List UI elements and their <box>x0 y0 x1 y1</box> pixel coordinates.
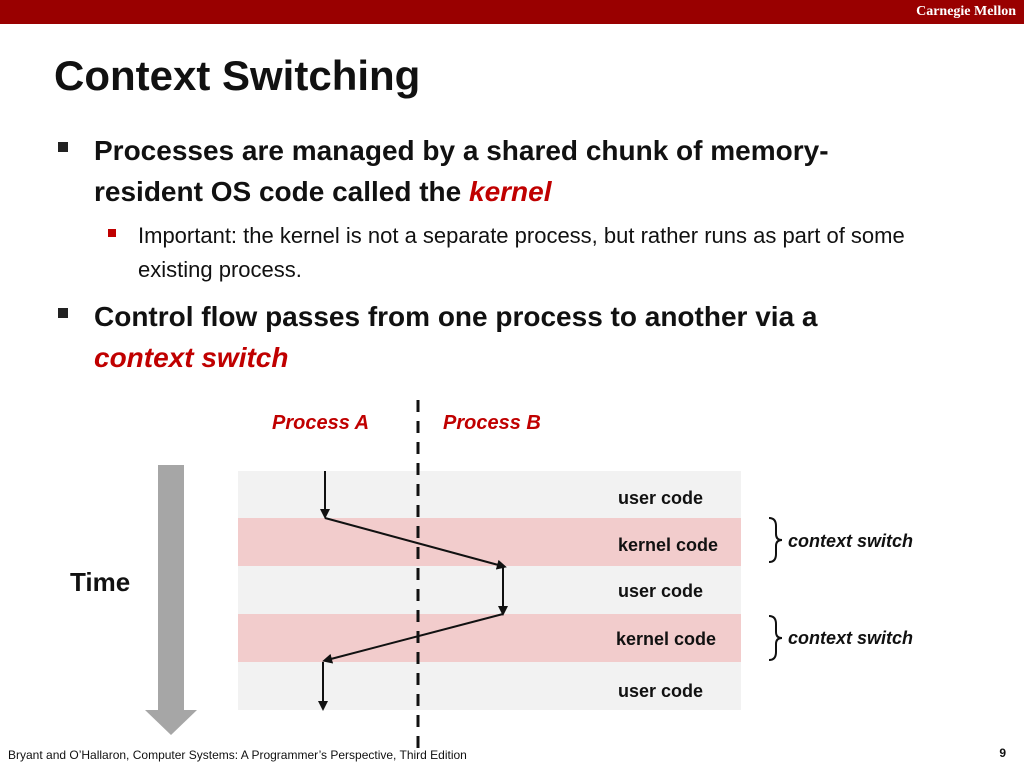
sub-bullet-1-text: Important: the kernel is not a separate … <box>138 223 905 282</box>
top-bar: Carnegie Mellon <box>0 0 1024 24</box>
time-arrow-shaft <box>158 465 184 711</box>
bullet-2-text: Control flow passes from one process to … <box>94 296 818 378</box>
footer-citation: Bryant and O’Hallaron, Computer Systems:… <box>8 748 467 762</box>
page-number: 9 <box>999 746 1006 760</box>
row-label-5: user code <box>618 681 703 701</box>
context-switch-label-1: context switch <box>788 531 913 551</box>
bullet-1: Processes are managed by a shared chunk … <box>58 130 878 212</box>
row-label-1: user code <box>618 488 703 508</box>
bullet-square-icon <box>58 308 68 318</box>
brace-icon-2 <box>768 615 783 661</box>
time-arrow-head-icon <box>145 710 197 735</box>
band-kernel-2 <box>238 614 741 662</box>
bullet-2-body: Control flow passes from one process to … <box>94 301 818 332</box>
row-label-4: kernel code <box>616 629 716 649</box>
bullet-square-icon <box>58 142 68 152</box>
bullet-1-body: Processes are managed by a shared chunk … <box>94 135 829 207</box>
sub-bullet-1: Important: the kernel is not a separate … <box>108 219 968 287</box>
band-user-2 <box>238 566 741 614</box>
process-a-label: Process A <box>272 412 369 434</box>
band-user-1 <box>238 471 741 518</box>
bullet-2: Control flow passes from one process to … <box>58 296 878 378</box>
sub-bullet-square-icon <box>108 229 116 237</box>
flow-switch-b-to-a <box>322 613 504 664</box>
row-label-3: user code <box>618 581 703 601</box>
flow-switch-a-to-b <box>324 517 507 570</box>
brace-icon-1 <box>768 517 783 563</box>
bullet-1-text: Processes are managed by a shared chunk … <box>94 130 878 212</box>
time-label: Time <box>70 567 130 597</box>
row-label-2: kernel code <box>618 535 718 555</box>
slide-title: Context Switching <box>54 52 421 99</box>
band-user-3 <box>238 662 741 710</box>
process-b-label: Process B <box>443 412 541 434</box>
brand-label: Carnegie Mellon <box>916 4 1016 19</box>
band-kernel-1 <box>238 518 741 566</box>
context-switch-emphasis: context switch <box>94 342 289 373</box>
context-switch-label-2: context switch <box>788 628 913 648</box>
kernel-emphasis: kernel <box>469 176 552 207</box>
